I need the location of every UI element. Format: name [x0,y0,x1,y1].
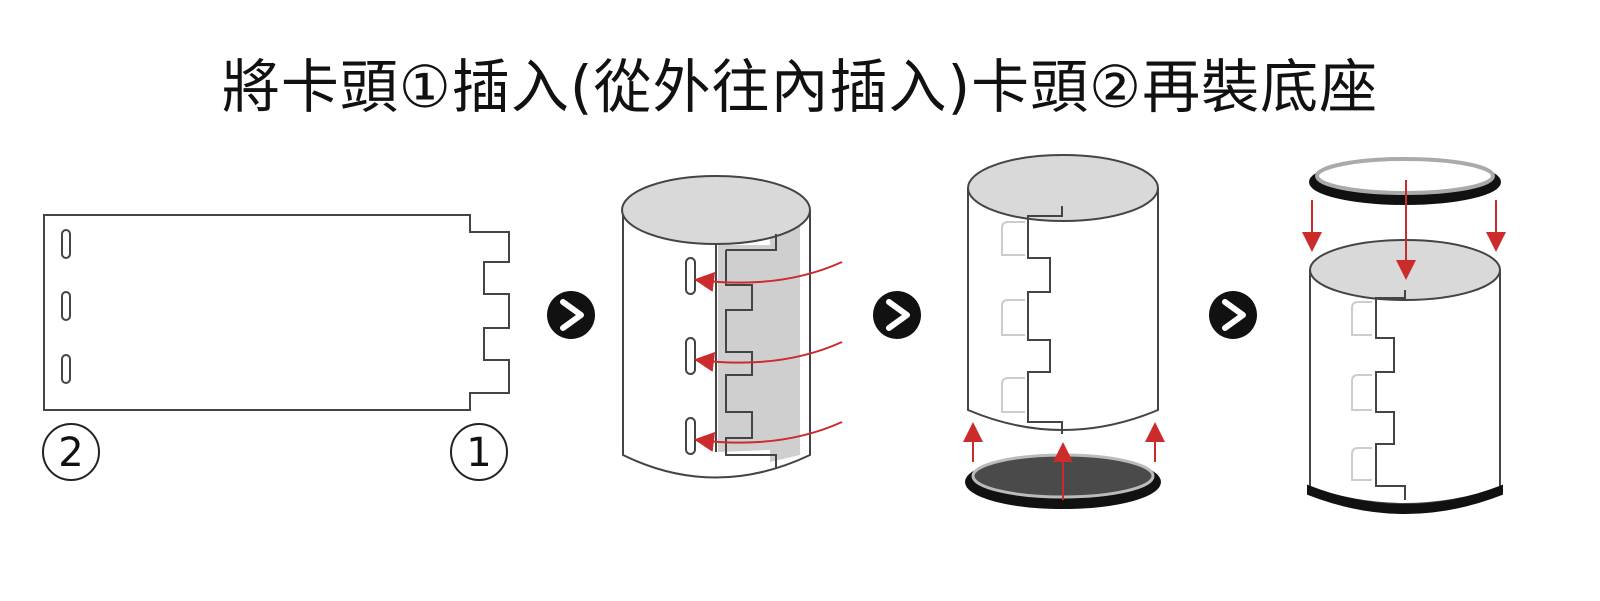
attach-base-panel [963,154,1165,509]
next-step-icon [1209,291,1257,339]
rolled-slot [685,257,696,295]
faint-tab [1001,377,1025,413]
insert-arrow [694,421,843,452]
final-base [1307,484,1503,514]
sheet-slot [61,229,71,259]
page-title: 將卡頭①插入(從外往內插入)卡頭②再裝底座 [221,53,1379,121]
cylinder-body [967,188,1159,431]
rolled-slot [685,417,696,455]
sheet-outline [43,214,510,411]
faint-tab [1001,299,1025,336]
final-cylinder-body [1309,270,1501,505]
insert-arrow [694,261,843,292]
rolled-inner [718,225,800,462]
tab-end-number: 1 [466,430,491,476]
attach-top-ring-panel [1302,157,1506,514]
final-seam [1375,290,1406,500]
label-slot-end: 2 [42,423,100,481]
next-step-icon [547,291,595,339]
next-step-icon [873,291,921,339]
flat-sheet-panel: 2 1 [42,214,510,481]
faint-tab [1351,374,1372,411]
sheet-slot [61,354,71,384]
faint-tab [1351,447,1372,481]
cylinder-top [967,154,1159,222]
label-tab-end: 1 [450,423,508,481]
faint-tab [1001,221,1025,256]
slot-end-number: 2 [58,430,83,476]
rolled-top [621,175,811,245]
cylinder-seam [1027,206,1063,434]
insert-arrow [694,341,843,372]
rolled-tab-edge [715,234,777,468]
roll-insert-panel [621,175,843,479]
sheet-slot [61,291,71,321]
faint-tab [1351,301,1372,336]
rolled-slot [685,337,696,375]
